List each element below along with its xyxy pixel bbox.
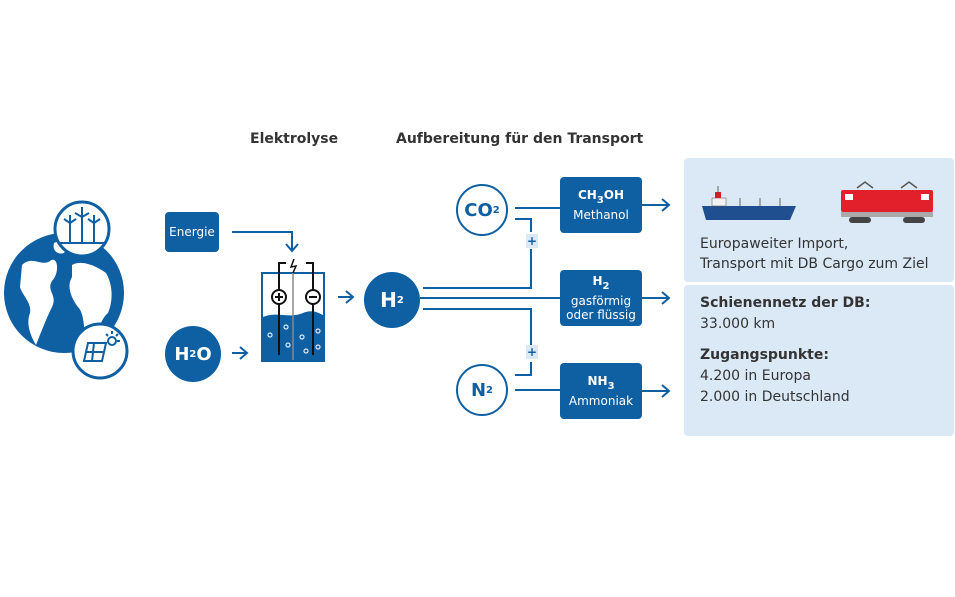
ship-icon xyxy=(702,186,796,220)
globe-renewables-icon xyxy=(4,200,129,380)
h2-to-co2-line xyxy=(423,249,532,289)
energy-connector xyxy=(232,231,293,250)
stats-panel: Schienennetz der DB: 33.000 km Zugangspu… xyxy=(684,285,954,436)
electrolyser-icon xyxy=(261,258,325,362)
energy-box: Energie xyxy=(165,212,219,252)
n2-branch-line xyxy=(515,362,532,376)
ammonia-label: Ammoniak xyxy=(568,394,634,408)
rail-network-label: Schienennetz der DB: xyxy=(700,295,871,311)
arrow-right-icon xyxy=(661,384,671,398)
arrow-down-icon xyxy=(285,243,299,253)
arrow-right-icon xyxy=(239,346,249,360)
methanol-box: CH3OH Methanol xyxy=(560,177,642,233)
arrow-right-icon xyxy=(661,291,671,305)
transport-panel: Europaweiter Import, Transport mit DB Ca… xyxy=(684,158,954,282)
plus-sign-n2: + xyxy=(526,345,539,359)
wind-turbine-icon xyxy=(60,207,104,244)
arrow-right-icon xyxy=(345,290,355,304)
h2-to-n2-line xyxy=(423,308,532,345)
energy-label: Energie xyxy=(169,225,215,239)
ammonia-box: NH3 Ammoniak xyxy=(560,363,642,419)
access-points-label: Zugangspunkte: xyxy=(700,347,829,363)
co2-branch-line xyxy=(515,218,532,232)
access-points-europe: 4.200 in Europa xyxy=(700,368,811,384)
hydrogen-product-box: H2 gasförmig oder flüssig xyxy=(560,270,642,326)
rail-network-value: 33.000 km xyxy=(700,316,776,332)
electrolysis-heading: Elektrolyse xyxy=(250,131,339,147)
transport-prep-heading: Aufbereitung für den Transport xyxy=(396,131,644,147)
transport-line-2: Transport mit DB Cargo zum Ziel xyxy=(700,256,929,272)
access-points-germany: 2.000 in Deutschland xyxy=(700,389,850,405)
arrow-right-icon xyxy=(661,198,671,212)
plus-sign-co2: + xyxy=(526,234,539,248)
train-icon xyxy=(841,181,933,223)
transport-line-1: Europaweiter Import, xyxy=(700,236,849,252)
solar-panel-icon xyxy=(82,331,120,362)
methanol-label: Methanol xyxy=(573,208,629,222)
